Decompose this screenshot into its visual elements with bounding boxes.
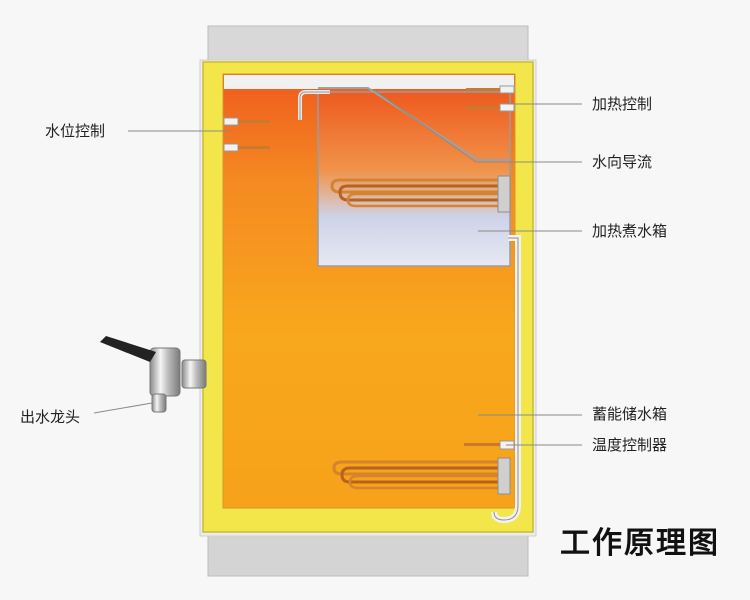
top-air-gap (224, 75, 514, 89)
label-water-level-control: 水位控制 (45, 122, 106, 140)
label-water-direction-guide: 水向导流 (592, 153, 653, 171)
label-heating-control: 加热控制 (592, 95, 653, 113)
water-faucet-icon (100, 336, 207, 413)
heating-control-sensors (466, 85, 515, 112)
label-heating-boiling-tank: 加热煮水箱 (592, 222, 668, 240)
cabinet-base (207, 531, 529, 577)
water-level-sensors (223, 117, 270, 152)
heater-element-upper (330, 175, 511, 213)
cabinet-top (207, 25, 529, 65)
heater-element-lower (332, 457, 511, 495)
label-energy-storage-tank: 蓄能储水箱 (592, 405, 668, 423)
callout-lines (93, 89, 582, 446)
diagram-caption: 工作原理图 (560, 526, 720, 561)
label-water-faucet: 出水龙头 (20, 408, 81, 426)
label-temperature-controller: 温度控制器 (592, 436, 668, 454)
